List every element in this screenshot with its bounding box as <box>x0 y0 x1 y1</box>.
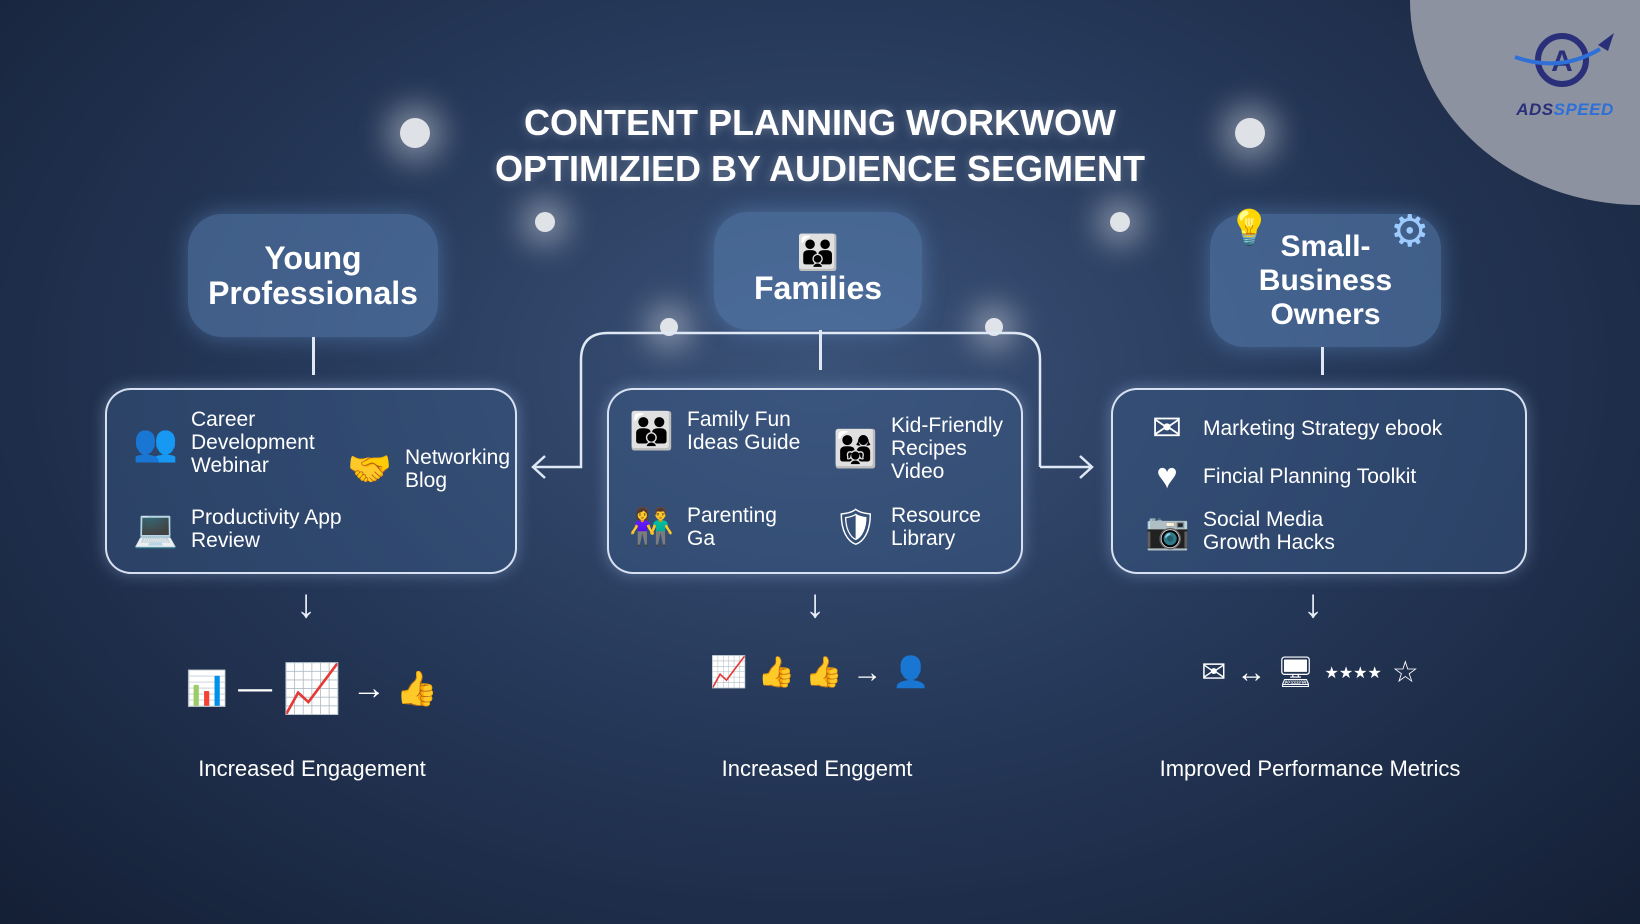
user-icon: 👤 <box>892 656 930 689</box>
content-item: 👨‍👩‍👧 Kid-Friendly Recipes Video <box>833 414 1011 483</box>
content-item: 📷 Social Media Growth Hacks <box>1145 508 1363 554</box>
engagement-flow-icons: 📈👍👍→👤 <box>710 655 930 690</box>
mail-icon: ✉ <box>1201 656 1227 689</box>
outcome-label: Improved Performance Metrics <box>1159 756 1461 781</box>
outcome-label: Increased Enggemt <box>721 756 913 781</box>
small-business-content-box: ✉ Marketing Strategy ebook ♥ Fincial Plann… <box>1111 388 1527 574</box>
segment-name: Business <box>1258 263 1393 297</box>
item-label: Resource Library <box>891 504 981 550</box>
segment-families: 👪 Families <box>714 212 922 330</box>
rating-stars-icon: ★★★★ <box>1324 664 1382 682</box>
item-label: Productivity App Review <box>191 506 342 552</box>
down-arrow-icon: ↓ <box>1303 582 1323 626</box>
family-icon: 👨‍👩‍👧 <box>833 427 878 469</box>
chart-icon: 📈 <box>710 656 748 689</box>
outcome-label: Increased Engagement <box>198 756 426 781</box>
segment-young-professionals: Young Professionals <box>188 214 438 337</box>
title-line-1: CONTENT PLANNING WORKWOW <box>524 102 1116 143</box>
content-item: ♥ Fincial Planning Toolkit <box>1145 458 1416 494</box>
content-item: 👪 Family Fun Ideas Guide <box>629 408 807 454</box>
item-label: Parenting Ga <box>687 504 777 550</box>
segment-name: Families <box>753 270 883 306</box>
parents-icon: 👫 <box>629 506 674 547</box>
monitor-gear-icon: 🖥 <box>1276 656 1315 689</box>
heart-plus-icon: ♥ <box>1156 455 1178 496</box>
content-item: ✉ Marketing Strategy ebook <box>1145 410 1442 446</box>
library-heart-icon: 🛡 <box>833 506 879 547</box>
lightbulb-icon: 💡 <box>1228 209 1271 247</box>
segment-name: Owners <box>1270 297 1381 331</box>
handshake-icon: 🤝 <box>347 448 392 489</box>
item-label: Marketing Strategy ebook <box>1203 416 1443 440</box>
segment-name: Small- <box>1280 229 1371 263</box>
performance-icons: ✉↔🖥★★★★☆ <box>1201 655 1419 690</box>
content-item: 🤝 Networking Blog <box>347 446 515 492</box>
content-item: 👥 Career Development Webinar <box>133 408 331 477</box>
content-item: 🛡 Resource Library <box>833 504 1001 550</box>
bar-chart-icon: 📊 <box>185 669 229 708</box>
page-title: CONTENT PLANNING WORKWOW OPTIMIZIED BY A… <box>0 100 1640 192</box>
item-label: Family Fun Ideas Guide <box>687 408 801 454</box>
laptop-icon: 💻 <box>133 508 178 549</box>
adsspeed-logo: A ADSSPEED <box>1505 25 1625 120</box>
item-label: Networking Blog <box>405 446 511 492</box>
young-professionals-content-box: 👥 Career Development Webinar 🤝 Networking … <box>105 388 517 574</box>
segment-small-business-owners: Small- Business Owners <box>1210 214 1441 347</box>
gear-icon: ⚙ <box>1390 207 1430 256</box>
star-icon: ☆ <box>1391 656 1419 689</box>
family-icon: 👪 <box>629 410 674 451</box>
content-item: 👫 Parenting Ga <box>629 504 797 550</box>
rocket-logo-icon: A <box>1514 33 1614 87</box>
segment-name: Young <box>264 239 362 276</box>
item-label: Kid-Friendly Recipes Video <box>891 414 1004 483</box>
people-icon: 👥 <box>133 421 178 463</box>
thumbs-up-icon: 👍 <box>805 656 843 689</box>
families-content-box: 👪 Family Fun Ideas Guide 👨‍👩‍👧 Kid-Friendl… <box>607 388 1023 574</box>
growth-chart-icon: 📈 <box>282 663 342 716</box>
thumbs-up-icon: 👍 <box>757 656 795 689</box>
down-arrow-icon: ↓ <box>296 582 316 626</box>
content-item: 💻 Productivity App Review <box>133 506 361 552</box>
camera-icon: 📷 <box>1145 510 1190 551</box>
people-group-icon: 👪 <box>796 234 840 272</box>
thumbs-up-icon: 👍 <box>395 669 439 708</box>
envelope-icon: ✉ <box>1151 407 1183 448</box>
down-arrow-icon: ↓ <box>805 582 825 626</box>
title-line-2: OPTIMIZIED BY AUDIENCE SEGMENT <box>494 148 1146 189</box>
item-label: Career Development Webinar <box>191 408 315 477</box>
item-label: Social Media Growth Hacks <box>1203 508 1335 554</box>
item-label: Fincial Planning Toolkit <box>1203 464 1417 488</box>
segment-name: Professionals <box>208 274 418 311</box>
engagement-icons: 📊—📈→👍 <box>142 660 482 717</box>
